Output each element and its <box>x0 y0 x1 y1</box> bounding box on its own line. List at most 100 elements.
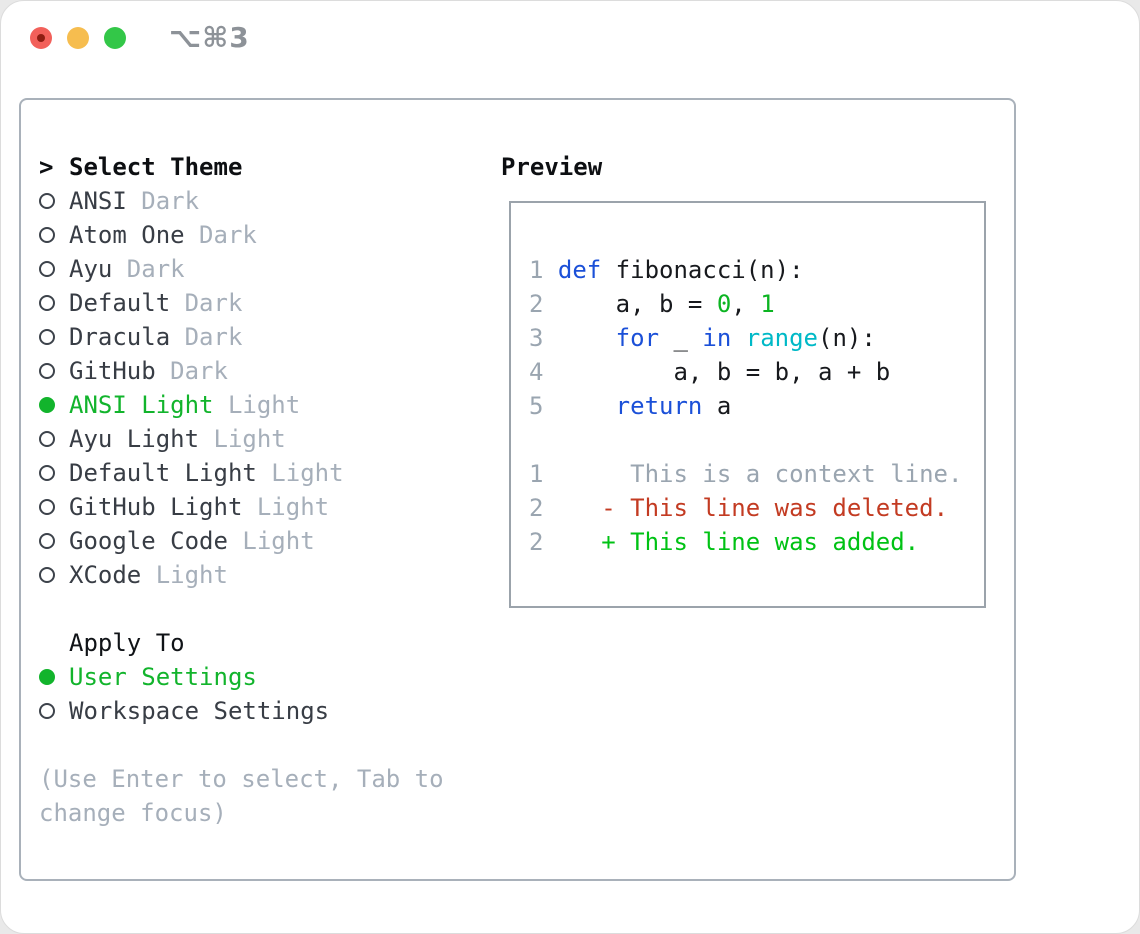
theme-name: XCode <box>69 561 156 589</box>
apply-to-label: User Settings <box>69 663 257 691</box>
theme-name: Default <box>69 289 185 317</box>
preview-heading-row: Preview <box>501 150 1014 184</box>
code-token <box>558 494 601 522</box>
preview-box: 1 def fibonacci(n): 2 a, b = 0, 1 3 for _ i… <box>509 201 986 608</box>
code-token <box>558 392 616 420</box>
code-line: 1 This is a context line. <box>529 457 984 491</box>
theme-variant: Dark <box>141 187 200 215</box>
line-number: 3 <box>529 324 544 352</box>
radio-selected-icon <box>39 397 55 413</box>
minimize-button[interactable] <box>67 27 89 49</box>
theme-option[interactable]: Google Code Light <box>39 524 501 558</box>
code-line: 5 return a <box>529 389 984 423</box>
preview-heading: Preview <box>501 153 603 181</box>
line-number: 1 <box>529 460 544 488</box>
hint-text: (Use Enter to select, Tab to change focu… <box>39 765 444 827</box>
code-token: _ <box>659 324 703 352</box>
code-token <box>558 324 616 352</box>
code-token: a, b = b, a + b <box>557 358 891 386</box>
theme-option[interactable]: ANSI Dark <box>39 184 501 218</box>
code-token: for <box>615 324 660 352</box>
radio-icon <box>39 431 55 447</box>
radio-icon <box>39 703 55 719</box>
apply-to-heading-row: Apply To <box>39 626 501 660</box>
code-token: 1 <box>760 290 775 318</box>
zoom-button[interactable] <box>104 27 126 49</box>
theme-name: GitHub <box>69 357 171 385</box>
theme-variant: Light <box>155 561 228 589</box>
radio-icon <box>39 533 55 549</box>
code-token: 0 <box>716 290 732 318</box>
apply-to-option[interactable]: Workspace Settings <box>39 694 501 728</box>
code-line <box>529 423 984 457</box>
theme-name: Default Light <box>69 459 272 487</box>
code-token: a <box>702 392 732 420</box>
apply-to-heading: Apply To <box>69 629 185 657</box>
code-token: This is a context line. <box>557 460 963 488</box>
theme-variant: Light <box>227 391 301 419</box>
theme-variant: Dark <box>184 289 243 317</box>
line-number: 2 <box>529 290 544 318</box>
code-token: fibonacci(n): <box>601 256 804 284</box>
code-token: in <box>702 324 732 352</box>
close-button[interactable] <box>30 27 52 49</box>
theme-option[interactable]: GitHub Dark <box>39 354 501 388</box>
theme-variant: Light <box>271 459 344 487</box>
theme-option[interactable]: Default Light Light <box>39 456 501 490</box>
theme-name: Atom One <box>69 221 200 249</box>
theme-name: Ayu Light <box>69 425 214 453</box>
theme-variant: Dark <box>199 221 257 249</box>
theme-name: ANSI <box>69 187 142 215</box>
radio-icon <box>39 363 55 379</box>
theme-option[interactable]: Atom One Dark <box>39 218 501 252</box>
apply-to-option[interactable]: User Settings <box>39 660 501 694</box>
theme-variant: Light <box>242 527 315 555</box>
theme-option[interactable]: Dracula Dark <box>39 320 501 354</box>
code-token: , <box>731 290 761 318</box>
line-number: 4 <box>529 358 544 386</box>
theme-name: GitHub Light <box>69 493 257 521</box>
window-controls <box>30 27 126 49</box>
preview-column: Preview 1 def fibonacci(n): 2 a, b = 0, 1 3… <box>501 150 1014 879</box>
code-token: def <box>557 256 602 284</box>
code-token: return <box>615 392 703 420</box>
radio-selected-icon <box>39 669 55 685</box>
code-line: 2 + This line was added. <box>529 525 984 559</box>
code-token: a, b = <box>557 290 717 318</box>
code-token: (n): <box>818 324 876 352</box>
line-number: 5 <box>529 392 544 420</box>
code-line: 1 def fibonacci(n): <box>529 253 984 287</box>
radio-icon <box>39 567 55 583</box>
theme-option[interactable]: Ayu Dark <box>39 252 501 286</box>
window-title: ⌥⌘3 <box>169 21 250 54</box>
radio-icon <box>39 329 55 345</box>
select-theme-heading-row: > Select Theme <box>39 150 501 184</box>
theme-option[interactable]: ANSI Light Light <box>39 388 501 422</box>
theme-name: ANSI Light <box>69 391 228 419</box>
line-number: 1 <box>529 256 544 284</box>
code-line: 3 for _ in range(n): <box>529 321 984 355</box>
radio-icon <box>39 465 55 481</box>
code-token: - This line was deleted. <box>601 494 949 522</box>
theme-option[interactable]: GitHub Light Light <box>39 490 501 524</box>
select-theme-heading: Select Theme <box>69 153 243 181</box>
radio-icon <box>39 499 55 515</box>
radio-icon <box>39 261 55 277</box>
radio-icon <box>39 193 55 209</box>
theme-variant: Dark <box>170 357 228 385</box>
apply-to-label: Workspace Settings <box>69 697 330 725</box>
line-number: 2 <box>529 528 544 556</box>
theme-name: Google Code <box>69 527 243 555</box>
theme-option[interactable]: Default Dark <box>39 286 501 320</box>
code-token <box>558 528 601 556</box>
theme-option[interactable]: Ayu Light Light <box>39 422 501 456</box>
code-token <box>731 324 745 352</box>
theme-name: Ayu <box>69 255 127 283</box>
code-line: 2 - This line was deleted. <box>529 491 984 525</box>
code-line: 4 a, b = b, a + b <box>529 355 984 389</box>
theme-option[interactable]: XCode Light <box>39 558 501 592</box>
